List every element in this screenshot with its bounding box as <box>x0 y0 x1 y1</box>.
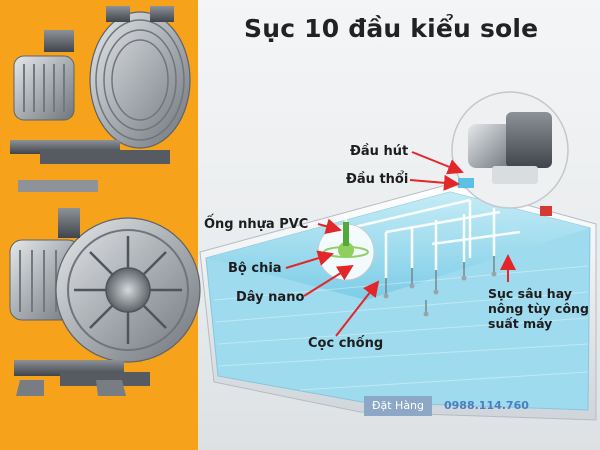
label-support-stake: Cọc chống <box>308 336 384 351</box>
phone-number[interactable]: 0988.114.760 <box>444 399 529 412</box>
ring-blower-top <box>10 6 191 192</box>
ring-blower-bottom <box>9 208 201 396</box>
splitter-closeup <box>317 222 375 281</box>
order-button[interactable]: Đặt Hàng <box>364 396 432 416</box>
label-suction-head: Đầu hút <box>350 144 409 159</box>
callout-arrows <box>285 151 516 337</box>
label-blow-head: Đầu thổi <box>346 172 409 187</box>
pond-diagram <box>199 183 597 421</box>
label-pvc-pipe: Ống nhựa PVC <box>204 217 309 232</box>
diffuser-stones <box>383 271 497 317</box>
page-title: Sục 10 đầu kiểu sole <box>244 14 539 43</box>
label-deep-aeration: Sục sâu hay nông tùy công suất máy <box>488 286 589 331</box>
nano-hose-lines <box>385 256 495 312</box>
label-nano-hose: Dây nano <box>236 290 305 305</box>
blower-inset <box>451 91 569 216</box>
label-splitter: Bộ chia <box>228 261 282 276</box>
